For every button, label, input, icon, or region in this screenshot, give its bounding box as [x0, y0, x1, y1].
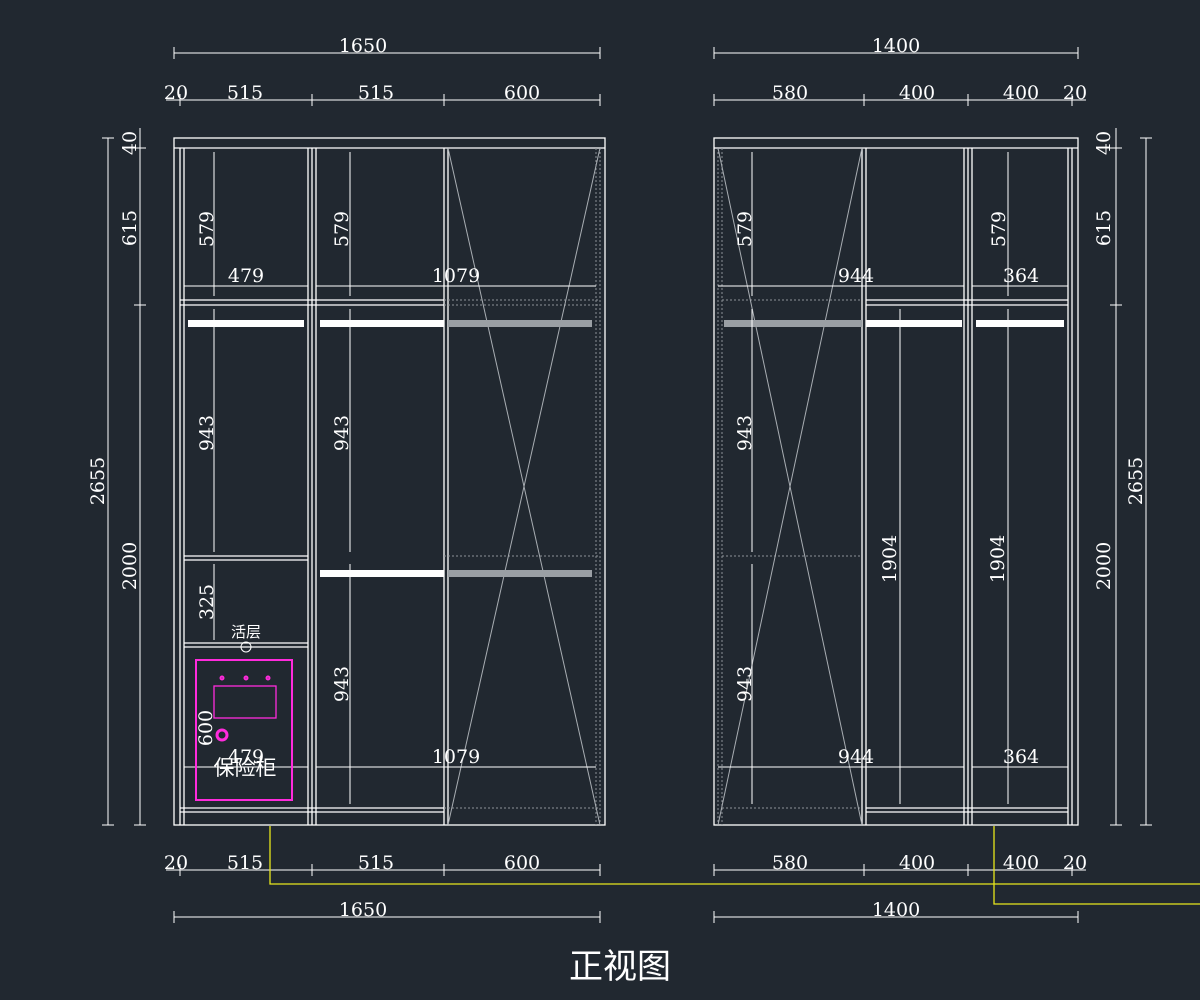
hanging-rod: [866, 320, 962, 327]
dim-inner: 364: [1003, 746, 1039, 768]
dim-top: 20: [164, 82, 188, 104]
hanging-rod: [724, 320, 862, 327]
dim-inner: 600: [195, 710, 217, 746]
dim-bottom: 515: [227, 852, 263, 874]
safe-box: [195, 659, 293, 801]
dim-inner: 943: [331, 666, 353, 702]
safe-label: 保险柜: [214, 756, 277, 780]
dim-inner: 1079: [432, 746, 480, 768]
dim-top: 515: [227, 82, 263, 104]
dim-bottom: 400: [899, 852, 935, 874]
dim-inner: 943: [734, 415, 756, 451]
dim-top: 515: [358, 82, 394, 104]
dim-inner: 325: [196, 584, 218, 620]
dim-top: 400: [1003, 82, 1039, 104]
hanging-rod: [976, 320, 1064, 327]
leader-line: [993, 826, 1200, 905]
dim-bottom: 515: [358, 852, 394, 874]
dim-vertical: 2000: [1093, 542, 1115, 590]
dim-vertical: 40: [119, 131, 141, 155]
leader-line: [269, 826, 1200, 885]
dim-inner: 943: [196, 415, 218, 451]
dim-bottom: 20: [164, 852, 188, 874]
dim-vertical: 615: [119, 210, 141, 246]
dim-inner: 579: [988, 211, 1010, 247]
dim-inner: 579: [196, 211, 218, 247]
left-wardrobe: [102, 47, 606, 923]
dim-inner: 364: [1003, 265, 1039, 287]
dim-vertical: 2000: [119, 542, 141, 590]
drawing-title: 正视图: [569, 947, 671, 987]
dim-top: 580: [772, 82, 808, 104]
hanging-rod: [448, 320, 592, 327]
dim-overall-width: 1400: [872, 35, 920, 57]
dim-vertical: 615: [1093, 210, 1115, 246]
dim-overall-width: 1650: [339, 35, 387, 57]
dim-inner: 579: [331, 211, 353, 247]
hanging-rod: [448, 570, 592, 577]
hanging-rod: [188, 320, 304, 327]
dim-top: 20: [1063, 82, 1087, 104]
movable-shelf-label: 活层: [231, 623, 261, 641]
dim-inner: 579: [734, 211, 756, 247]
hanging-rod: [320, 320, 444, 327]
dim-bottom: 20: [1063, 852, 1087, 874]
dim-inner: 944: [838, 265, 874, 287]
dim-top: 400: [899, 82, 935, 104]
dim-vertical: 40: [1093, 131, 1115, 155]
dim-inner: 1904: [987, 535, 1009, 583]
dim-bottom: 580: [772, 852, 808, 874]
dim-inner: 944: [838, 746, 874, 768]
dim-vertical: 2655: [87, 457, 109, 505]
hanging-rod: [320, 570, 444, 577]
dim-vertical: 2655: [1125, 457, 1147, 505]
dim-inner: 943: [331, 415, 353, 451]
dim-overall-width-bottom: 1400: [872, 899, 920, 921]
dim-bottom: 400: [1003, 852, 1039, 874]
dim-inner: 479: [228, 265, 264, 287]
dim-inner: 479: [228, 746, 264, 768]
dim-bottom: 600: [504, 852, 540, 874]
right-wardrobe: [713, 47, 1152, 923]
dim-inner: 943: [734, 666, 756, 702]
dim-overall-width-bottom: 1650: [339, 899, 387, 921]
dim-inner: 1079: [432, 265, 480, 287]
dim-top: 600: [504, 82, 540, 104]
dim-inner: 1904: [879, 535, 901, 583]
